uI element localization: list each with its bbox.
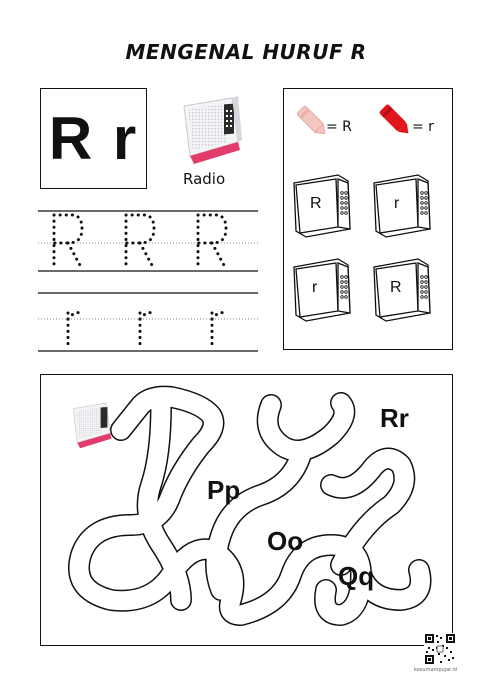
radio-outline-icon — [373, 258, 431, 322]
radio-card-3[interactable]: r — [288, 255, 368, 325]
picture-label: Radio — [183, 170, 226, 188]
radio-card-1[interactable]: R — [288, 171, 368, 241]
radio-start-icon — [72, 402, 112, 449]
card-letter: r — [394, 195, 400, 212]
radio-outline-icon — [293, 174, 351, 238]
radio-outline-icon — [293, 258, 351, 322]
letter-display-box: R r — [40, 88, 147, 189]
page-title: MENGENAL HURUF R — [125, 40, 367, 64]
card-letter: r — [312, 279, 318, 296]
radio-card-4[interactable]: R — [368, 255, 448, 325]
tracing-area — [38, 210, 258, 352]
maze-label-pp: Pp — [207, 475, 241, 505]
qr-code-icon — [424, 633, 456, 665]
radio-card-2[interactable]: r — [368, 171, 448, 241]
card-letter: R — [310, 195, 322, 212]
legend-upper-text: = R — [326, 119, 352, 135]
card-letter: R — [390, 279, 402, 296]
qr-caption: kesumampujar.id — [414, 667, 457, 673]
red-crayon-icon — [379, 104, 409, 134]
maze-panel: Rr Pp Oo Qq — [40, 374, 453, 646]
coloring-panel: = R = r R — [283, 88, 453, 350]
maze-label-qq: Qq — [338, 561, 375, 591]
pink-crayon-icon — [296, 105, 326, 135]
legend-lower-text: = r — [412, 119, 434, 135]
radio-icon — [183, 96, 242, 164]
radio-outline-icon — [373, 174, 431, 238]
maze-label-rr: Rr — [380, 403, 409, 433]
maze-paths[interactable] — [41, 375, 451, 645]
maze-label-oo: Oo — [267, 526, 304, 556]
